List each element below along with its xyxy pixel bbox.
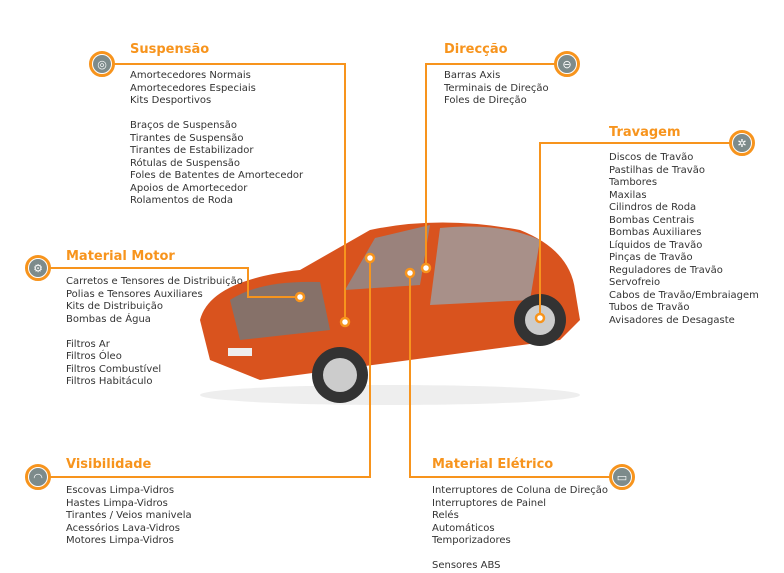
list-item[interactable]: Rolamentos de Roda — [130, 195, 233, 206]
list-item[interactable]: Kits de Distribuição — [66, 301, 164, 312]
list-item[interactable]: Foles de Batentes de Amortecedor — [130, 170, 304, 181]
list-item[interactable]: Temporizadores — [432, 535, 511, 546]
list-item[interactable]: Filtros Óleo — [66, 351, 122, 362]
list-item[interactable]: Tirantes de Estabilizador — [130, 145, 254, 156]
list-item[interactable]: Interruptores de Painel — [432, 497, 546, 509]
section-title-eletrico: Material Elétrico — [432, 457, 554, 472]
list-item[interactable]: Carretos e Tensores de Distribuição — [66, 276, 243, 287]
list-item[interactable]: Polias e Tensores Auxiliares — [66, 288, 203, 300]
list-item[interactable]: Automáticos — [432, 522, 495, 534]
list-item[interactable]: Bombas Auxiliares — [609, 227, 702, 238]
list-item[interactable]: Amortecedores Normais — [130, 70, 251, 81]
list-item[interactable]: Acessórios Lava-Vidros — [66, 522, 180, 534]
section-title-travagem: Travagem — [609, 125, 681, 140]
list-item[interactable]: Filtros Ar — [66, 338, 110, 350]
list-item[interactable]: Foles de Direção — [444, 95, 527, 106]
brake-disc-icon: ✲ — [729, 130, 755, 156]
list-item[interactable]: Filtros Habitáculo — [66, 376, 153, 387]
list-item[interactable]: Escovas Limpa-Vidros — [66, 485, 175, 496]
list-item[interactable]: Braços de Suspensão — [130, 120, 237, 131]
list-visibilidade: Escovas Limpa-Vidros Hastes Limpa-Vidros… — [66, 485, 192, 548]
list-item[interactable]: Servofreio — [609, 277, 661, 288]
list-item[interactable]: Motores Limpa-Vidros — [66, 535, 174, 546]
list-item[interactable]: Filtros Combustível — [66, 363, 162, 375]
section-title-direccao: Direcção — [444, 42, 508, 57]
battery-icon: ▭ — [609, 464, 635, 490]
section-title-suspensao: Suspensão — [130, 42, 210, 57]
list-item[interactable]: Discos de Travão — [609, 152, 694, 163]
list-item[interactable]: Líquidos de Travão — [609, 239, 703, 251]
list-item[interactable]: Sensores ABS — [432, 560, 501, 571]
list-item[interactable]: Bombas de Água — [66, 313, 151, 325]
list-item[interactable]: Pastilhas de Travão — [609, 164, 705, 176]
list-item[interactable]: Pinças de Travão — [609, 252, 693, 263]
list-item[interactable]: Cabos de Travão/Embraiagem — [609, 289, 759, 301]
gears-icon: ⚙ — [25, 255, 51, 281]
list-item[interactable]: Rótulas de Suspensão — [130, 157, 241, 169]
list-item[interactable]: Amortecedores Especiais — [130, 82, 256, 94]
wiper-icon: ◠ — [25, 464, 51, 490]
list-item[interactable]: Apoios de Amortecedor — [130, 182, 248, 194]
list-item[interactable]: Maxilas — [609, 189, 647, 201]
list-direccao: Barras Axis Terminais de Direção Foles d… — [444, 70, 549, 108]
section-title-visibilidade: Visibilidade — [66, 457, 152, 472]
list-item[interactable]: Avisadores de Desagaste — [609, 314, 735, 326]
list-travagem: Discos de Travão Pastilhas de Travão Tam… — [609, 152, 759, 327]
list-item[interactable]: Reguladores de Travão — [609, 264, 723, 276]
list-item[interactable]: Tubos de Travão — [609, 302, 690, 313]
list-motor: Carretos e Tensores de Distribuição Poli… — [66, 276, 243, 389]
list-item[interactable]: Hastes Limpa-Vidros — [66, 497, 168, 509]
list-item[interactable]: Tirantes / Veios manivela — [66, 510, 192, 521]
section-title-motor: Material Motor — [66, 249, 175, 264]
list-item[interactable]: Tirantes de Suspensão — [130, 132, 244, 144]
list-item[interactable]: Relés — [432, 510, 459, 521]
list-item[interactable]: Barras Axis — [444, 70, 501, 81]
list-item[interactable]: Cilindros de Roda — [609, 202, 697, 213]
list-item[interactable]: Terminais de Direção — [444, 82, 549, 94]
list-item[interactable]: Kits Desportivos — [130, 95, 212, 106]
list-item[interactable]: Interruptores de Coluna de Direção — [432, 485, 609, 496]
list-item[interactable]: Bombas Centrais — [609, 214, 695, 226]
list-item[interactable]: Tambores — [609, 177, 658, 188]
list-eletrico: Interruptores de Coluna de Direção Inter… — [432, 485, 608, 573]
wheel-icon: ◎ — [89, 51, 115, 77]
list-suspensao: Amortecedores Normais Amortecedores Espe… — [130, 70, 303, 208]
steering-wheel-icon: ⊖ — [554, 51, 580, 77]
